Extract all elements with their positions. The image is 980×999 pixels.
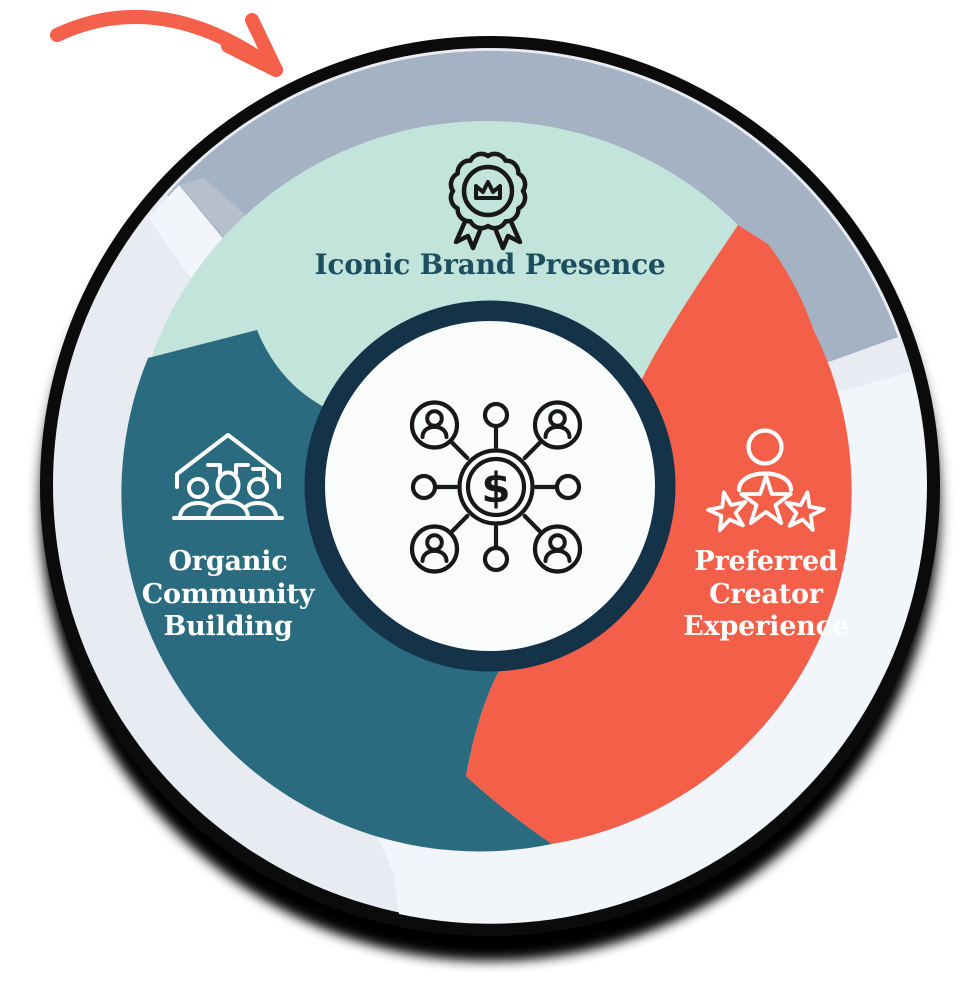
- person-right-head: [247, 477, 269, 499]
- segment-left-label-line3: Building: [163, 611, 293, 643]
- avatar-bottom-right: [532, 524, 583, 574]
- creator-shoulders: [736, 471, 794, 493]
- ring-highlight-band: [372, 372, 927, 924]
- segment-top-label: Iconic Brand Presence: [314, 248, 666, 281]
- coin-inner: [465, 456, 527, 518]
- avatar-top-right: [532, 400, 583, 450]
- diag-sw: [450, 513, 470, 534]
- person-center-head: [215, 470, 241, 500]
- direction-arc: [167, 50, 898, 364]
- segment-right: [466, 225, 852, 844]
- diag-ne: [522, 440, 542, 461]
- center-hub-disc: [325, 321, 655, 651]
- diag-nw: [450, 440, 470, 461]
- badge-ribbon-right: [490, 214, 523, 251]
- star-icon-right: [782, 489, 826, 531]
- segment-left-label-line2: Community: [141, 578, 315, 610]
- creator-head: [746, 428, 784, 466]
- segment-left: [121, 330, 553, 852]
- spoke-north: [482, 401, 510, 450]
- segment-top: [150, 121, 738, 411]
- segment-left-label: Organic Community Building: [95, 546, 361, 644]
- segment-right-label: Preferred Creator Experience: [633, 546, 899, 644]
- creator-rating-icon: [703, 423, 827, 541]
- community-house-icon: [172, 433, 284, 520]
- badge-inner-circle: [461, 164, 515, 218]
- avatar-bottom-left: [409, 524, 460, 574]
- segment-left-label-line1: Organic: [168, 546, 288, 577]
- star-icon-left: [705, 488, 750, 531]
- segment-right-label-line3: Experience: [683, 611, 849, 643]
- spoke-south: [482, 524, 510, 573]
- dollar-sign: $: [481, 464, 510, 513]
- crown-icon: [474, 180, 502, 200]
- avatar-top-left: [409, 400, 460, 450]
- segment-right-label-line2: Creator: [709, 578, 823, 610]
- roof-bracket-left: [206, 463, 222, 476]
- award-badge-icon: [448, 151, 528, 251]
- house-roof: [175, 433, 281, 489]
- person-center-body: [206, 499, 250, 520]
- spoke-east: [533, 473, 582, 501]
- coin-outer: [457, 448, 535, 526]
- roof-bracket-outer-right: [251, 467, 266, 479]
- person-left-head: [187, 477, 209, 499]
- diag-se: [522, 513, 542, 534]
- badge-ribbon-left: [453, 214, 486, 251]
- segment-right-label-line1: Preferred: [694, 546, 838, 577]
- center-hub-ring: [304, 300, 676, 672]
- money-network-icon: $: [409, 400, 583, 574]
- star-icon-center: [741, 476, 790, 523]
- curved-arrow-icon: [50, 9, 283, 77]
- spoke-west: [410, 473, 459, 501]
- roof-bracket-right: [234, 463, 250, 476]
